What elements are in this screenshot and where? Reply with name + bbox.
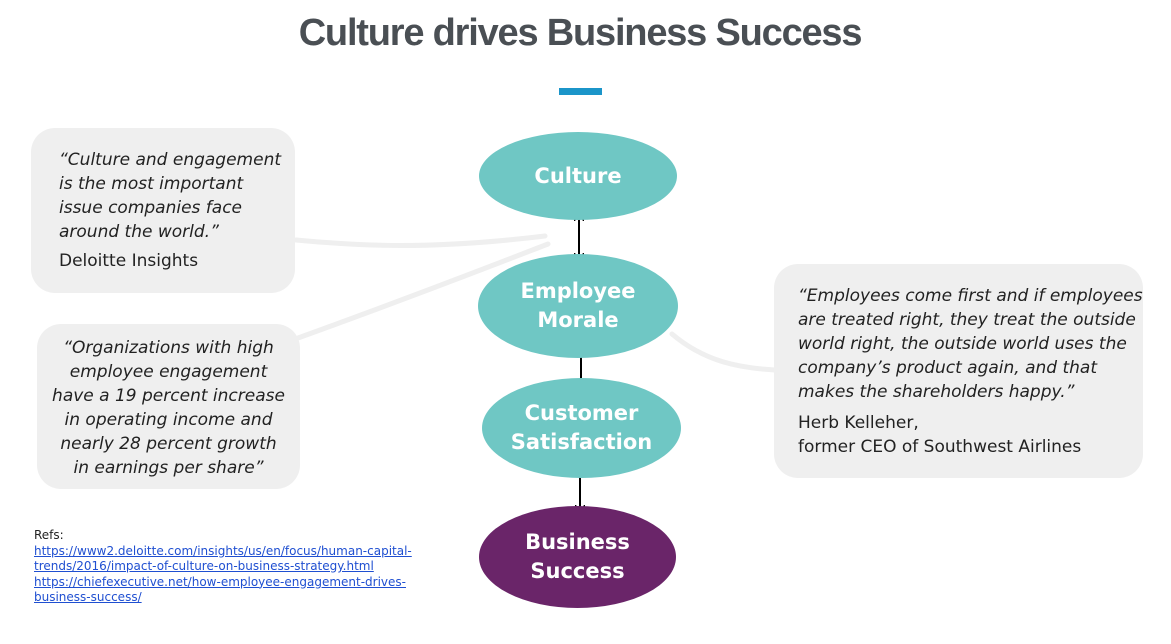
ref-link-chiefexecutive[interactable]: https://chiefexecutive.net/how-employee-… [34,574,406,605]
kelleher-quote-text: “Employees come first and if employees a… [798,286,1143,402]
refs-label: Refs: [34,528,64,542]
bubble-label: Customer [524,401,639,425]
title-accent-bar [559,88,602,95]
employee-morale-bubble: Employee Morale [478,254,678,358]
kelleher-attribution: Herb Kelleher, former CEO of Southwest A… [798,413,1082,457]
references: Refs: https://www2.deloitte.com/insights… [34,528,412,606]
engagement-quote-text: “Organizations with high employee engage… [52,338,285,478]
kelleher-quote-box: “Employees come first and if employees a… [774,264,1143,478]
engagement-quote-box: “Organizations with high employee engage… [37,324,300,489]
culture-bubble: Culture [479,132,677,220]
bubble-label: Success [530,559,625,583]
bubble-label: Business [525,530,630,554]
bubble-label: Satisfaction [510,430,653,454]
bubble-label: Employee [520,279,636,303]
deloitte-quote-text: “Culture and engagement is the most impo… [59,150,282,242]
ref-link-deloitte[interactable]: https://www2.deloitte.com/insights/us/en… [34,543,412,574]
connector-line-kelleher [669,331,778,373]
connector-line-engagement [295,241,551,341]
customer-satisfaction-bubble: Customer Satisfaction [482,378,681,478]
bubble-label: Morale [537,308,619,332]
slide-title: Culture drives Business Success [298,12,863,54]
business-success-bubble: Business Success [479,506,676,608]
deloitte-attribution: Deloitte Insights [59,251,199,271]
deloitte-quote-box: “Culture and engagement is the most impo… [31,128,295,293]
bubble-label: Culture [534,163,622,188]
connector-line-deloitte [293,233,548,248]
